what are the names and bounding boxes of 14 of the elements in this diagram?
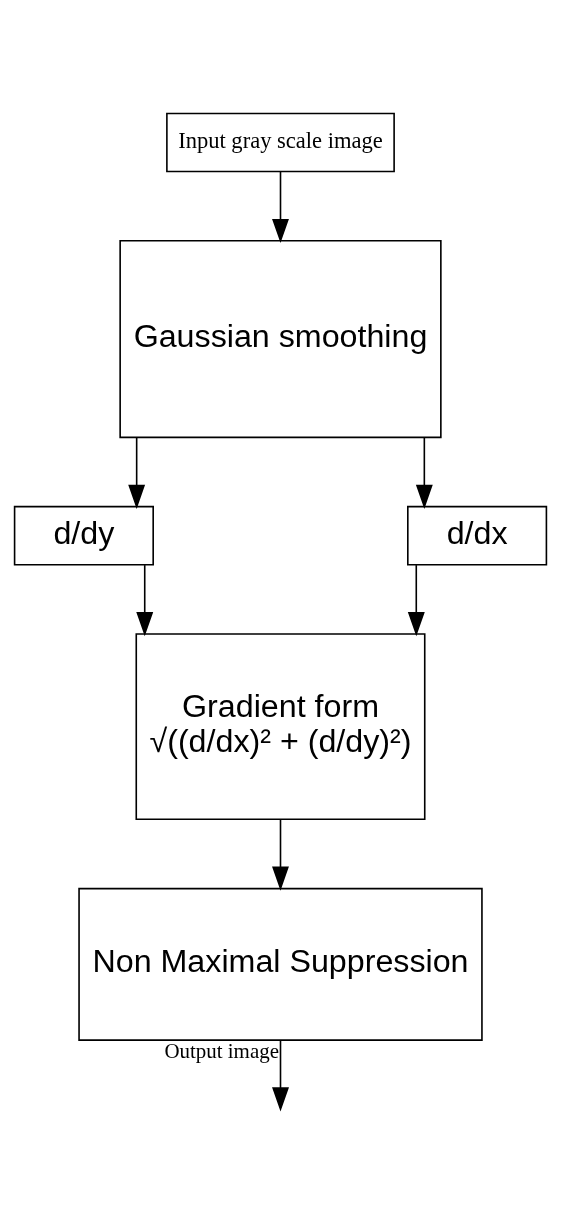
edge-label: Output image bbox=[164, 1038, 279, 1063]
arrow bbox=[272, 170, 289, 243]
arrow bbox=[407, 563, 425, 636]
node-box: Input gray scale image bbox=[166, 112, 395, 172]
arrow bbox=[272, 818, 289, 891]
node-box: d/dy bbox=[13, 505, 154, 565]
arrow bbox=[415, 436, 433, 509]
node-box: Gradient form √((d/dx)² + (d/dy)²) bbox=[135, 632, 426, 820]
node-box: d/dx bbox=[407, 505, 548, 565]
arrow bbox=[128, 436, 146, 509]
arrow bbox=[272, 1038, 289, 1112]
node-box: Gaussian smoothing bbox=[119, 239, 442, 438]
node-box: Non Maximal Suppression bbox=[78, 887, 483, 1041]
arrow bbox=[136, 563, 154, 636]
